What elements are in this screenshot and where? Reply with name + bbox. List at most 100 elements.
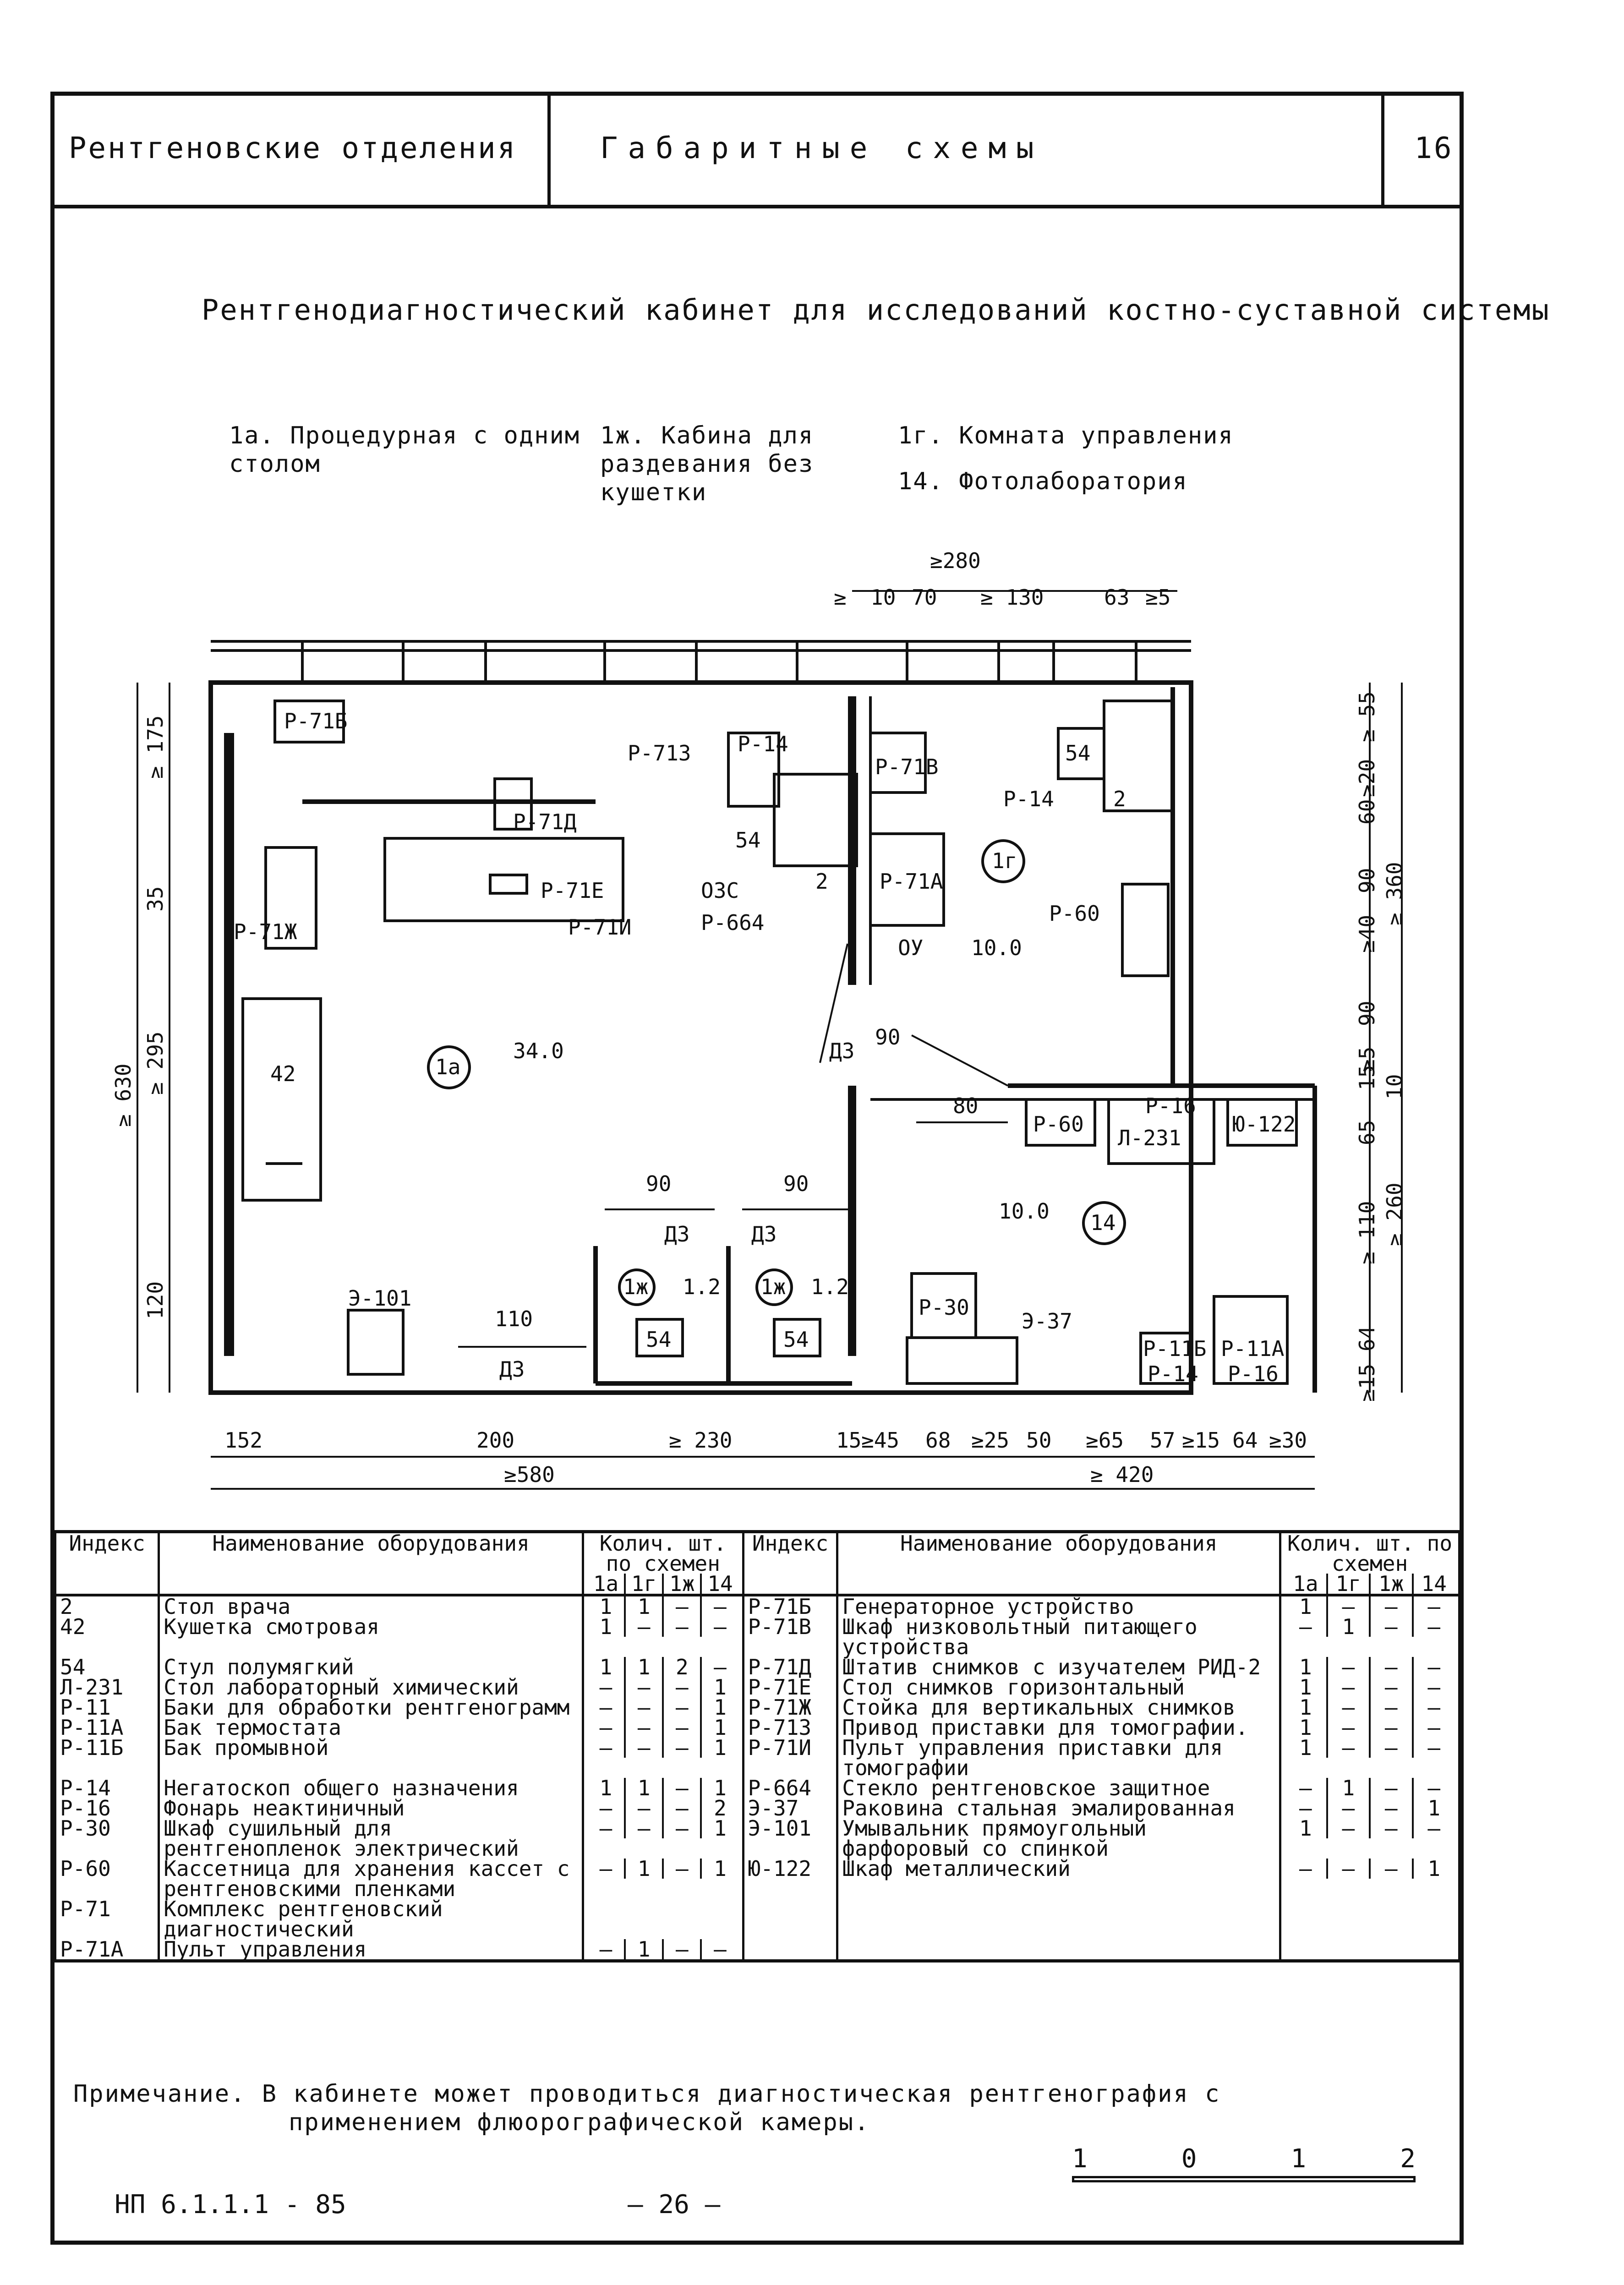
equipment-stand [264, 846, 317, 950]
dim-90: 90 [1355, 868, 1379, 893]
room-marker [427, 1045, 471, 1089]
dim-90: 90 [875, 1025, 900, 1050]
cell-name: Шкаф низковольтный питающего устройства [836, 1616, 1282, 1657]
cell-name: Негатоскоп общего назначения [158, 1777, 584, 1798]
dim-25: ≥25 [971, 1428, 1009, 1453]
label-54: 54 [646, 1327, 671, 1352]
label-area-1g: 10.0 [971, 935, 1022, 960]
label-cabin-1zh: 1ж [760, 1274, 786, 1299]
window [695, 640, 798, 684]
dim-30: ≥30 [1269, 1428, 1307, 1453]
cell-qty [1279, 1939, 1460, 1962]
equipment-p71a [869, 832, 945, 927]
door-swing [819, 943, 848, 1063]
equipment-sink [906, 1336, 1018, 1385]
dim-10: 10 [1382, 1074, 1407, 1099]
cell-index: Р-16 [54, 1798, 160, 1819]
dim-360: ≥ 360 [1382, 862, 1407, 925]
dim-door: Д3 [664, 1222, 689, 1246]
dim-230: ≥ 230 [669, 1428, 732, 1453]
equipment-p11b [1139, 1332, 1192, 1385]
cell-name: Стекло рентгеновское защитное [836, 1777, 1282, 1798]
cell-index [742, 1939, 839, 1962]
cell-index: Р-71И [742, 1737, 839, 1778]
equipment-sink [347, 1309, 405, 1376]
label-ozs: ОЗС [701, 878, 739, 903]
cabin-marker [618, 1268, 656, 1306]
scale-label: 1 [1072, 2144, 1088, 2174]
drawing-title: Рентгенодиагностический кабинет для иссл… [202, 293, 1550, 327]
cell-qty: 1––– [1279, 1717, 1460, 1738]
dim-15: 15 [836, 1428, 861, 1453]
cell-name: Пульт управления [158, 1939, 584, 1962]
cell-qty [1279, 1899, 1460, 1939]
col-name: Наименование оборудования [836, 1530, 1282, 1596]
cell-index: Р-664 [742, 1777, 839, 1798]
label-p664: Р-664 [701, 910, 764, 935]
label-e37: Э-37 [1022, 1309, 1072, 1334]
label-l231: Л-231 [1118, 1126, 1181, 1150]
cell-name: Шкаф металлический [836, 1858, 1282, 1899]
dim-90: 90 [783, 1171, 809, 1196]
cell-index: Р-71В [742, 1616, 839, 1657]
cell-qty: –––1 [581, 1818, 744, 1859]
equipment-p60 [1121, 883, 1170, 977]
label-54: 54 [735, 828, 760, 853]
equipment-block [489, 874, 528, 895]
cell-name: Стол лабораторный химический [158, 1677, 584, 1698]
sheet-title: Габаритные схемы [600, 131, 1044, 165]
dim-top: 70 [912, 585, 937, 610]
label-p11a: Р-11А [1221, 1336, 1284, 1361]
cell-index: Р-71Е [742, 1677, 839, 1698]
cell-qty: 1––– [1279, 1697, 1460, 1718]
cell-name: Генераторное устройство [836, 1595, 1282, 1617]
cell-index: Р-14 [54, 1777, 160, 1798]
label-area-1zh: 1.2 [683, 1274, 721, 1299]
cell-name: Раковина стальная эмалированная [836, 1798, 1282, 1819]
label-p71a: Р-71А [880, 869, 943, 894]
dim-68: 68 [925, 1428, 951, 1453]
cell-index [742, 1899, 839, 1939]
cell-qty: 1––– [1279, 1677, 1460, 1698]
cell-name: Бак термостата [158, 1717, 584, 1738]
cell-index: Р-11А [54, 1717, 160, 1738]
cell-name [836, 1939, 1282, 1962]
col-name: Наименование оборудования [158, 1530, 584, 1596]
cell-name: Фонарь неактиничный [158, 1798, 584, 1819]
label-p71zh: Р-71Ж [234, 919, 297, 944]
cell-qty: 1––– [1279, 1595, 1460, 1617]
cell-name: Бак промывной [158, 1737, 584, 1778]
cell-index: 42 [54, 1616, 160, 1657]
dim-200: 200 [476, 1428, 514, 1453]
floor-plan: ≥280 ≥ 10 70 ≥ 130 63 ≥5 Р-71Б Р-713 Р-1… [111, 548, 1407, 1490]
equipment-p71v [869, 732, 927, 794]
cell-qty: –1–– [1279, 1616, 1460, 1657]
cell-name: Стойка для вертикальных снимков [836, 1697, 1282, 1718]
label-p14: Р-14 [738, 732, 788, 756]
cell-qty: –1–– [581, 1939, 744, 1962]
col-index: Индекс [742, 1530, 839, 1596]
cell-index: Р-30 [54, 1818, 160, 1859]
label-area-1a: 34.0 [513, 1039, 564, 1063]
cell-name: Штатив снимков с изучателем РИД-2 [836, 1656, 1282, 1678]
dim-110: ≥ 110 [1355, 1201, 1379, 1264]
cell-index: Р-71А [54, 1939, 160, 1962]
label-e101: Э-101 [348, 1286, 411, 1311]
cell-index: Р-60 [54, 1858, 160, 1899]
dim-110: 110 [495, 1306, 533, 1331]
header-divider [547, 92, 551, 205]
label-p60: Р-60 [1049, 901, 1100, 926]
cell-name [836, 1899, 1282, 1939]
cell-name: Умывальник прямоугольный фарфоровый со с… [836, 1818, 1282, 1859]
equipment-table: Индекс Наименование оборудования Колич. … [54, 1530, 1460, 1962]
dim-45: ≥45 [861, 1428, 899, 1453]
room-name-1g: 1г. Комната управления [898, 422, 1234, 449]
dim-65: 65 [1355, 1120, 1379, 1145]
dim-295: ≥ 295 [143, 1032, 168, 1095]
